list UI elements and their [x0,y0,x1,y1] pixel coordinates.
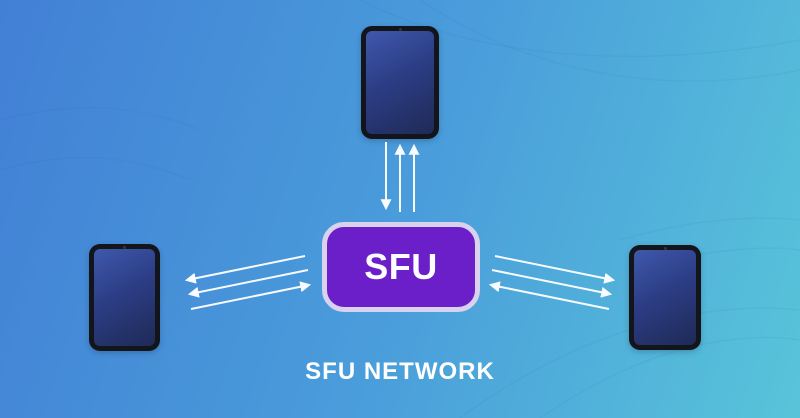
device-tablet-right [629,245,701,350]
arrow-left-to-sfu [190,281,312,310]
diagram-caption: SFU NETWORK [305,358,495,385]
arrow-sfu-to-right-1 [494,255,616,284]
device-tablet-left [89,244,160,351]
arrow-sfu-to-right-2 [491,269,613,298]
sfu-label: SFU [364,246,438,287]
arrows-left-link [184,255,312,310]
sfu-node: SFU [322,222,480,312]
camera-dot [663,247,667,250]
camera-dot [398,28,402,31]
device-screen [94,249,155,346]
device-tablet-top [361,26,439,139]
device-screen [634,250,696,345]
arrow-sfu-to-left-2 [187,269,309,298]
arrows-right-link [488,255,616,310]
device-screen [366,31,434,134]
arrows-top-link [380,142,420,212]
camera-dot [123,246,126,249]
arrow-right-to-sfu [488,281,610,310]
arrow-sfu-to-left-1 [184,255,306,284]
